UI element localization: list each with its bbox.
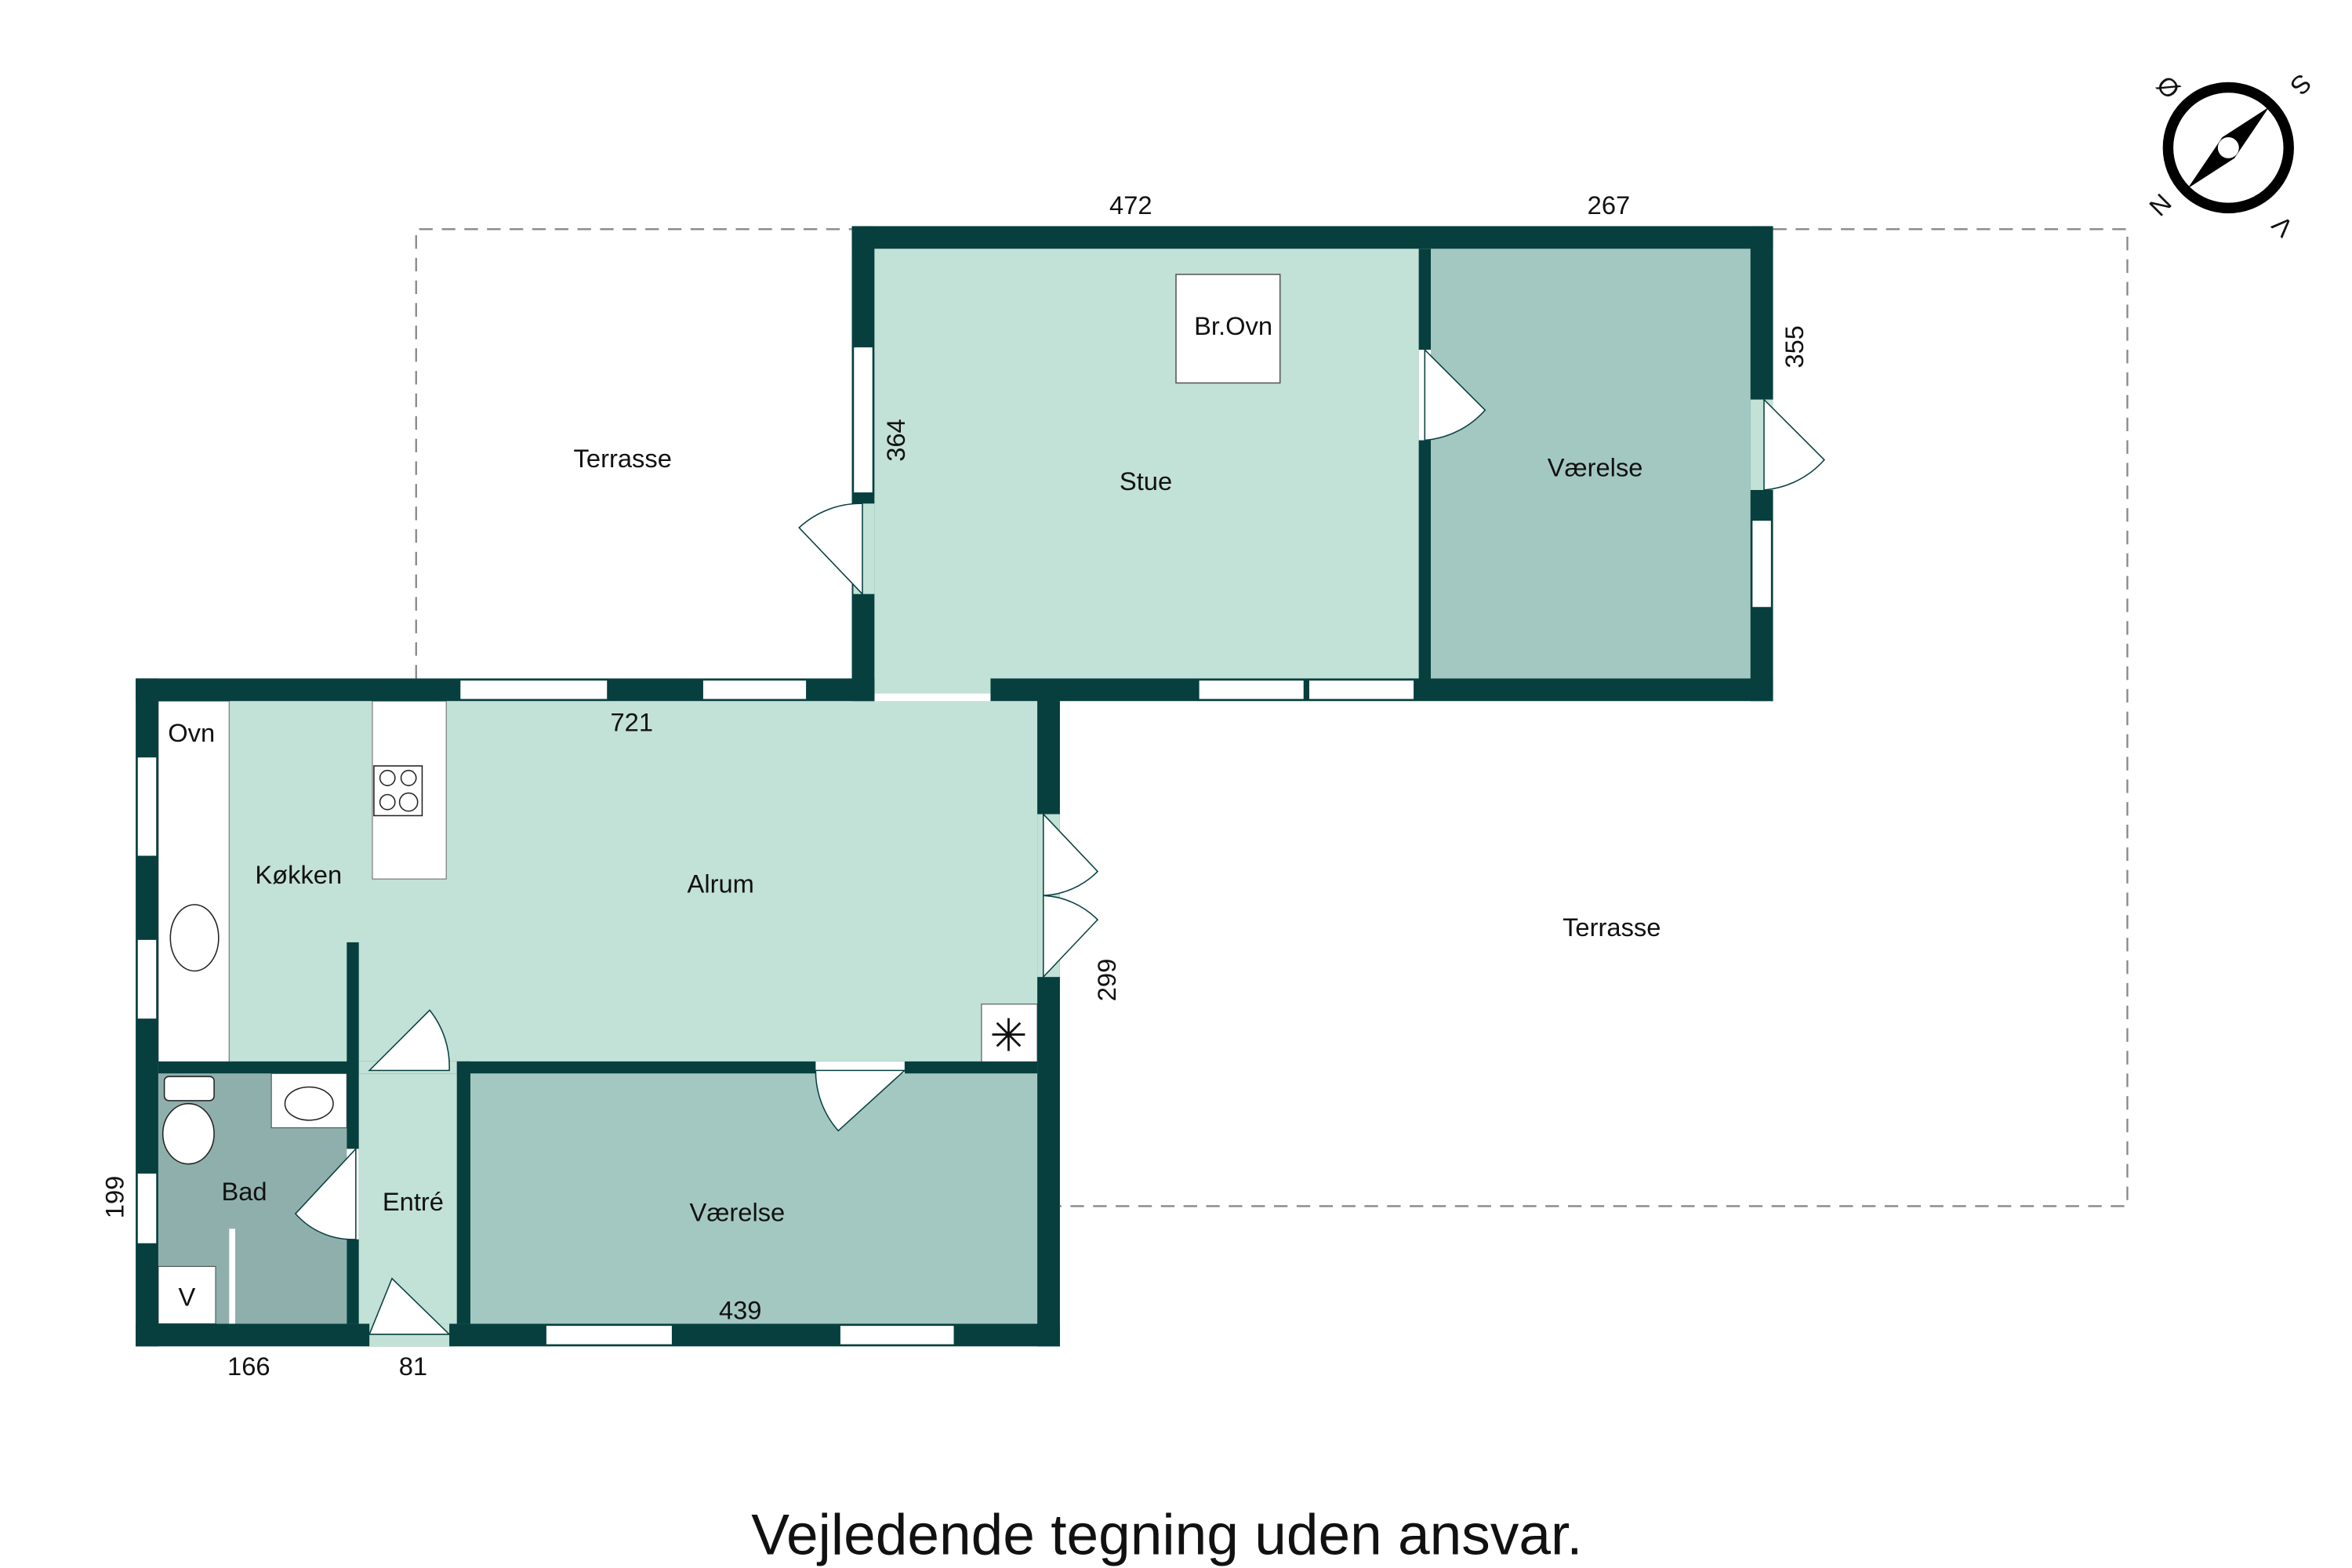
water-heater — [158, 1265, 216, 1325]
terrace-right-outline — [1059, 228, 2129, 1207]
vaerelse-top-floor — [1431, 249, 1751, 679]
alrum-floor — [158, 701, 1038, 1063]
kitchen-counter — [158, 700, 230, 1064]
room-label-terrasse-right: Terrasse — [1563, 913, 1661, 942]
room-label-vaerelse-bottom: Værelse — [690, 1198, 786, 1227]
fixture-label-v: V — [179, 1282, 196, 1311]
doors — [294, 348, 1825, 1347]
wood-stove — [1175, 274, 1281, 384]
room-label-alrum: Alrum — [688, 869, 754, 898]
compass-n: N — [2143, 188, 2177, 222]
kitchen-island — [372, 700, 447, 880]
asterisk-icon: ✳ — [989, 1011, 1027, 1061]
compass-s: S — [2285, 68, 2318, 101]
room-label-vaerelse-top: Værelse — [1548, 453, 1643, 482]
shower-screen — [229, 1229, 235, 1324]
dimension-bad-bottom: 166 — [227, 1352, 270, 1381]
stove-icon — [373, 765, 423, 817]
room-label-terrasse-left: Terrasse — [574, 444, 672, 473]
disclaimer: Vejledende tegning uden ansvar. — [751, 1504, 1582, 1567]
dimension-alrum-width: 721 — [610, 708, 653, 737]
dimension-right-vaerelse: 355 — [1780, 325, 1809, 368]
dimension-bad-left: 199 — [100, 1176, 129, 1219]
dimension-top-vaerelse: 267 — [1588, 191, 1631, 220]
dimension-top-stue: 472 — [1109, 191, 1152, 220]
stue-floor — [874, 249, 1419, 694]
heatpump-box — [981, 1004, 1038, 1064]
sink-icon — [169, 904, 220, 972]
vaerelse-bottom-floor — [470, 1073, 1038, 1324]
compass-o: Ø — [2151, 70, 2186, 104]
room-label-stue: Stue — [1120, 466, 1172, 495]
compass-v: V — [2266, 210, 2299, 243]
fixture-label-braendeovn: Br.Ovn — [1194, 311, 1272, 340]
windows — [136, 346, 1773, 1346]
bath-sink-icon — [284, 1086, 334, 1121]
room-label-entre: Entré — [383, 1187, 444, 1216]
toilet-icon — [162, 1076, 215, 1165]
dimension-vaerelse-bottom: 439 — [719, 1296, 762, 1325]
dimension-alrum-right: 299 — [1092, 959, 1121, 1002]
room-label-koekken: Køkken — [255, 860, 342, 889]
room-label-bad: Bad — [221, 1177, 267, 1206]
dimension-stue-left: 364 — [881, 419, 910, 462]
compass-icon: Ø S N V — [2143, 68, 2318, 242]
fixture-label-ovn: Ovn — [168, 718, 215, 747]
dimension-entre-bottom: 81 — [399, 1352, 427, 1381]
